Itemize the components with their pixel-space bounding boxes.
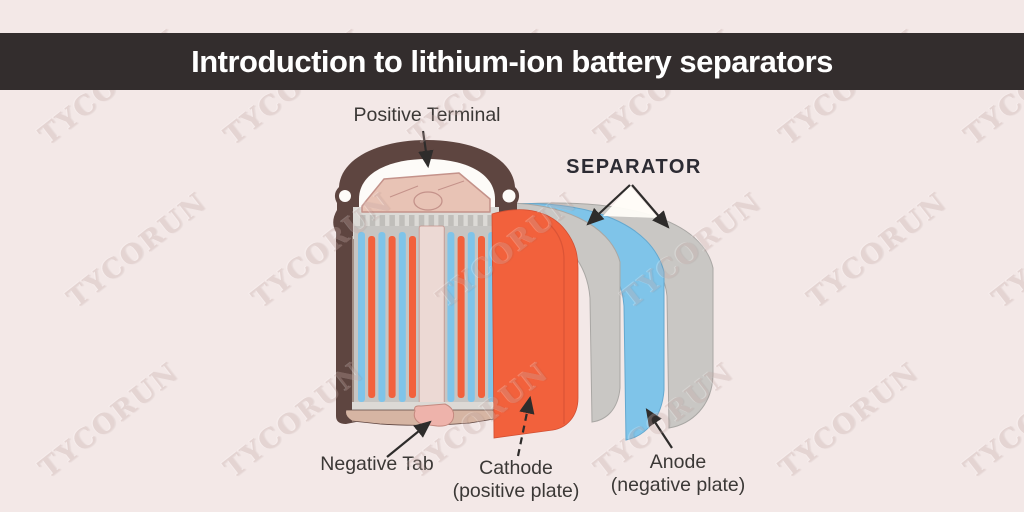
negative-tab-arrow (386, 420, 432, 458)
cap-score-lines (389, 180, 465, 198)
cathode-stripe (409, 236, 416, 398)
anode-stripe (467, 232, 475, 402)
negative-tab (413, 403, 455, 427)
positive-terminal-arrow (418, 130, 434, 169)
anode-arrow (645, 408, 673, 449)
crimp-teeth (360, 215, 493, 232)
anode-label-line2: (negative plate) (611, 474, 745, 496)
crimp-notch (458, 215, 464, 232)
crimp-notch (379, 215, 386, 232)
cathode-stripe (478, 236, 485, 398)
crimp-notch (418, 215, 425, 232)
crimp-notch (467, 215, 474, 232)
battery-cutaway (333, 140, 521, 427)
callout-labels: Positive Terminal SEPARATOR Negative Tab… (320, 104, 745, 502)
page-title: Introduction to lithium-ion battery sepa… (191, 43, 833, 79)
crimp-notch (360, 215, 366, 232)
vent-hub (413, 191, 443, 211)
anode-stripe (398, 232, 406, 402)
positive-terminal-label: Positive Terminal (353, 104, 500, 126)
crimp-notch (428, 215, 435, 232)
anode-stripe (447, 232, 455, 402)
crimp-ear-right (502, 189, 516, 203)
left-wall (336, 238, 356, 424)
cathode-stripe (388, 236, 396, 398)
crimp-ear-left (339, 190, 351, 202)
cathode-fold-edge (548, 223, 565, 424)
crimp-notch (369, 215, 376, 232)
crimp-notch (389, 215, 395, 232)
title-banner: Introduction to lithium-ion battery sepa… (0, 33, 1024, 90)
cathode-sheet (491, 209, 579, 439)
crimp-notch (477, 215, 484, 232)
separator-label: SEPARATOR (566, 156, 702, 178)
negative-tab-label: Negative Tab (320, 453, 434, 475)
cathode-label-line2: (positive plate) (453, 480, 580, 502)
anode-label-line1: Anode (650, 451, 706, 473)
cathode-stripe (368, 236, 376, 398)
crimp-notch (438, 215, 444, 232)
callout-arrows (386, 130, 673, 458)
cathode-sheet-body (491, 209, 579, 439)
jelly-roll-stripes (358, 225, 496, 407)
separator-arrow-right (631, 184, 670, 229)
crimp-notch (448, 215, 454, 232)
anode-stripe (358, 232, 365, 402)
cathode-arrow (516, 395, 535, 457)
separator-callout-wedge (603, 186, 658, 218)
anode-stripe (378, 232, 386, 402)
cathode-label-line1: Cathode (479, 457, 553, 479)
center-core (418, 225, 445, 407)
cathode-stripe (457, 236, 465, 398)
crimp-notch (409, 215, 415, 232)
crimp-notch (487, 215, 493, 232)
separator-arrow-left (586, 184, 631, 226)
crimp-notch (399, 215, 405, 232)
